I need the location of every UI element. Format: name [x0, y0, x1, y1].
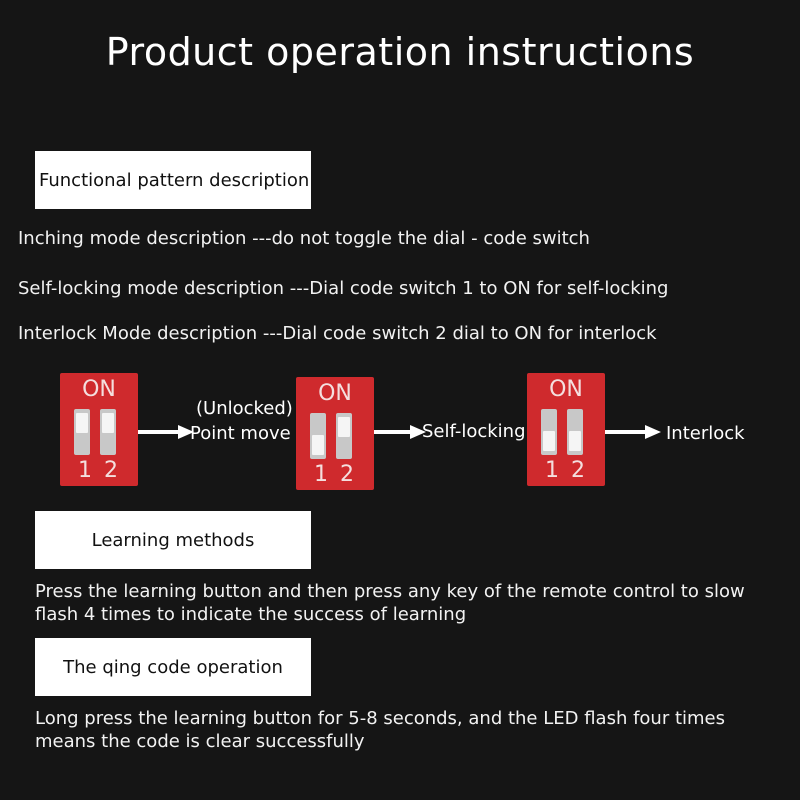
clear-code-text: Long press the learning button for 5-8 s… — [35, 708, 726, 752]
dip-number-1: 1 — [314, 462, 328, 487]
arrow-right-icon — [374, 425, 426, 439]
clear-code-header-text: The qing code operation — [63, 656, 283, 678]
dip-knob-1 — [76, 413, 88, 433]
functional-pattern-header-text: Functional pattern description — [39, 169, 310, 191]
self-locking-label: Self-locking — [422, 421, 526, 442]
inching-mode-description: Inching mode description ---do not toggl… — [18, 228, 590, 249]
arrow-right-icon — [138, 425, 194, 439]
dip-number-2: 2 — [340, 462, 354, 487]
dip-knob-2 — [102, 413, 114, 433]
point-move-label: Point move — [190, 423, 291, 444]
dip-knob-2 — [569, 431, 581, 451]
dip-switch-inching: ON 1 2 — [60, 373, 138, 486]
functional-pattern-header: Functional pattern description — [35, 151, 311, 209]
dip-knob-1 — [312, 435, 324, 455]
dip-slot-2 — [336, 413, 352, 459]
dip-on-label: ON — [318, 381, 352, 406]
dip-on-label: ON — [549, 377, 583, 402]
interlock-mode-description: Interlock Mode description ---Dial code … — [18, 323, 657, 344]
dip-knob-2 — [338, 417, 350, 437]
dip-number-2: 2 — [104, 458, 118, 483]
self-locking-mode-description: Self-locking mode description ---Dial co… — [18, 278, 669, 299]
arrow-right-icon — [605, 425, 661, 439]
learning-methods-header-text: Learning methods — [91, 529, 255, 551]
page-title: Product operation instructions — [105, 30, 695, 74]
dip-number-1: 1 — [545, 458, 559, 483]
interlock-label: Interlock — [666, 423, 745, 444]
dip-switch-self-locking: ON 1 2 — [296, 377, 374, 490]
dip-slot-2 — [567, 409, 583, 455]
learning-methods-header: Learning methods — [35, 511, 311, 569]
dip-slot-1 — [74, 409, 90, 455]
dip-knob-1 — [543, 431, 555, 451]
unlocked-label: (Unlocked) — [196, 398, 293, 419]
learning-methods-text: Press the learning button and then press… — [35, 581, 745, 625]
dip-on-label: ON — [82, 377, 116, 402]
dip-slot-2 — [100, 409, 116, 455]
dip-slot-1 — [310, 413, 326, 459]
dip-number-1: 1 — [78, 458, 92, 483]
dip-slot-1 — [541, 409, 557, 455]
dip-number-2: 2 — [571, 458, 585, 483]
dip-switch-interlock: ON 1 2 — [527, 373, 605, 486]
clear-code-header: The qing code operation — [35, 638, 311, 696]
